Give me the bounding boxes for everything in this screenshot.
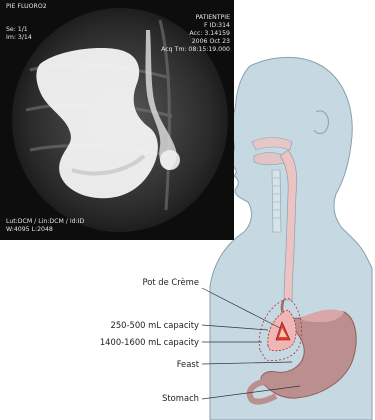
- xray-title: PIE FLUORO2: [6, 3, 47, 10]
- xray-series: Se: 1/1: [6, 26, 28, 33]
- trachea: [272, 170, 281, 232]
- xray-date: 2006 Oct 23: [192, 38, 230, 45]
- label-feast: Feast: [177, 359, 199, 369]
- xray-window: W:4095 L:2048: [6, 226, 53, 233]
- xray-accession: Acc: 3.14159: [189, 30, 230, 37]
- label-capacity-small: 250-500 mL capacity: [111, 320, 200, 330]
- label-pot-de-creme: Pot de Crème: [142, 277, 199, 287]
- xray-acq-time: Acq Tm: 08:15:19.000: [161, 46, 230, 53]
- xray-image: PIE FLUORO2 Se: 1/1 Im: 3/14 PATIENTPIE …: [0, 0, 234, 240]
- label-stomach: Stomach: [162, 393, 199, 403]
- xray-lut: Lut:DCM / Lin:DCM / Id:ID: [6, 218, 84, 225]
- xray-patient: PATIENTPIE: [196, 14, 230, 21]
- label-capacity-large: 1400-1600 mL capacity: [100, 337, 199, 347]
- xray-sex-id: F ID:314: [204, 22, 230, 29]
- xray-image-number: Im: 3/14: [6, 34, 32, 41]
